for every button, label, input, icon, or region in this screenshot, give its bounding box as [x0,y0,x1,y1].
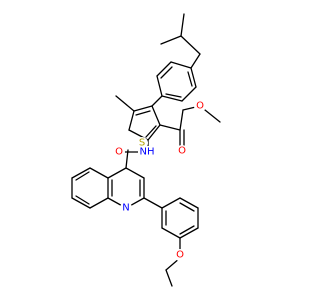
bond [187,71,193,87]
atom-labels: S O O NH O N O [113,100,206,261]
bond [107,167,127,179]
bond [71,167,91,179]
bond [179,197,199,209]
molecule-canvas: S O O NH O N O [71,13,221,287]
bond [125,167,145,179]
svg-text:S: S [139,138,145,149]
atom-ester-oxygen: O [194,100,206,112]
bond [115,95,135,112]
bond [161,227,181,239]
bond [75,171,90,181]
bond [128,110,135,131]
atom-amide-oxygen: O [113,146,125,158]
bond [151,105,161,126]
bond [180,13,185,37]
svg-text:O: O [176,250,184,261]
bond [165,93,182,98]
bond [181,86,197,102]
bond [179,202,195,212]
svg-text:O: O [178,146,186,157]
bond [145,125,157,138]
bond [179,225,195,235]
bond [160,35,182,45]
svg-text:O: O [115,147,123,158]
bonds [71,13,221,287]
bond [75,195,90,205]
atom-ester-carbonyl-oxygen: O [176,145,188,157]
bond [125,149,129,169]
bond [133,105,153,112]
bond [190,53,201,69]
atom-ether-oxygen: O [174,249,186,261]
atom-amide-nitrogen: NH [138,146,156,158]
bond [161,95,183,102]
bond [170,61,192,69]
svg-text:O: O [196,101,204,112]
bond [180,35,201,55]
bond [161,197,181,209]
atom-quinoline-nitrogen: N [120,202,132,214]
bond [135,110,151,116]
bond [156,75,163,97]
bond [151,95,163,107]
bond [147,124,161,141]
bond [89,197,109,209]
bond [179,109,184,131]
bond [179,227,199,239]
bond [160,66,173,79]
bond [190,67,197,88]
bond [156,61,172,77]
bond [165,269,173,287]
bond [159,124,181,131]
molecule-structure: S O O NH O N O [71,13,221,287]
svg-text:NH: NH [140,147,155,158]
svg-text:N: N [122,203,129,214]
bond [89,167,109,179]
bond [143,197,163,209]
bond [71,197,91,209]
